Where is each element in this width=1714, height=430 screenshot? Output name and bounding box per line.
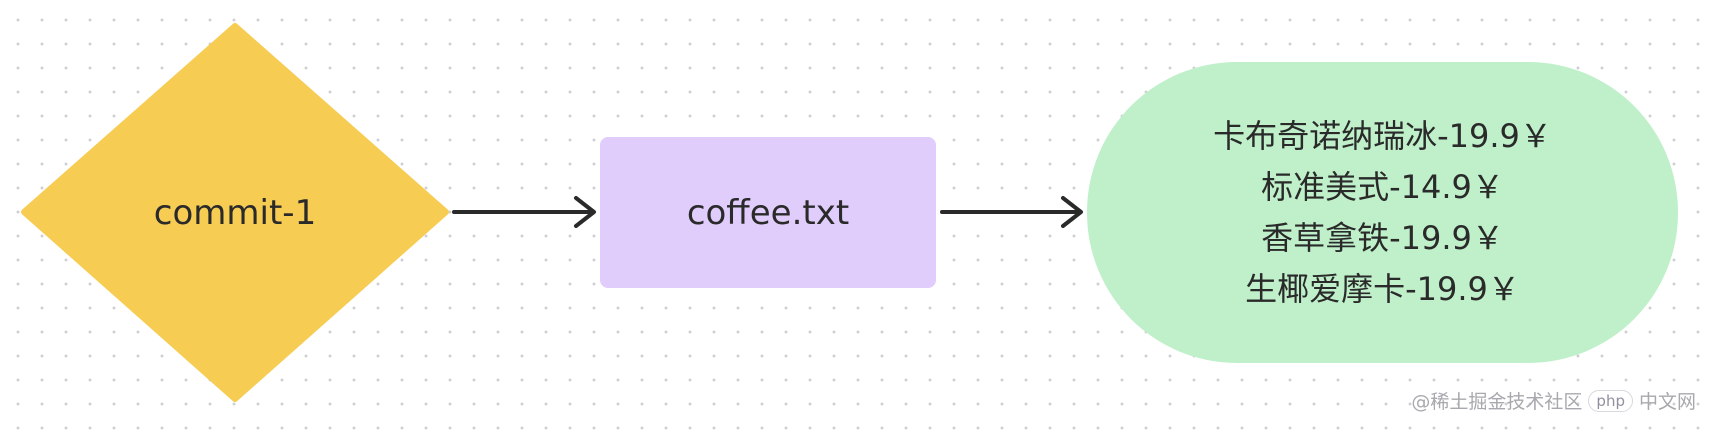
commit-label: commit-1	[153, 192, 317, 233]
edge-file-to-content	[940, 196, 1083, 228]
diamond-shape	[21, 23, 449, 402]
file-label: coffee.txt	[686, 192, 850, 233]
watermark: @稀土掘金技术社区 php 中文网	[1411, 387, 1696, 414]
file-node[interactable]: coffee.txt	[600, 137, 936, 288]
php-badge: php	[1588, 389, 1633, 412]
content-line: 生椰爱摩卡-19.9￥	[1245, 269, 1520, 308]
content-node[interactable]: 卡布奇诺纳瑞冰-19.9￥ 标准美式-14.9￥ 香草拿铁-19.9￥ 生椰爱摩…	[1087, 62, 1678, 363]
content-line: 卡布奇诺纳瑞冰-19.9￥	[1213, 116, 1552, 155]
watermark-text: @稀土掘金技术社区	[1411, 391, 1583, 413]
edge-commit-to-file	[452, 196, 596, 228]
watermark-suffix: 中文网	[1638, 391, 1696, 413]
commit-node[interactable]: commit-1	[20, 20, 450, 405]
content-line: 标准美式-14.9￥	[1261, 167, 1504, 206]
content-line: 香草拿铁-19.9￥	[1261, 218, 1504, 257]
